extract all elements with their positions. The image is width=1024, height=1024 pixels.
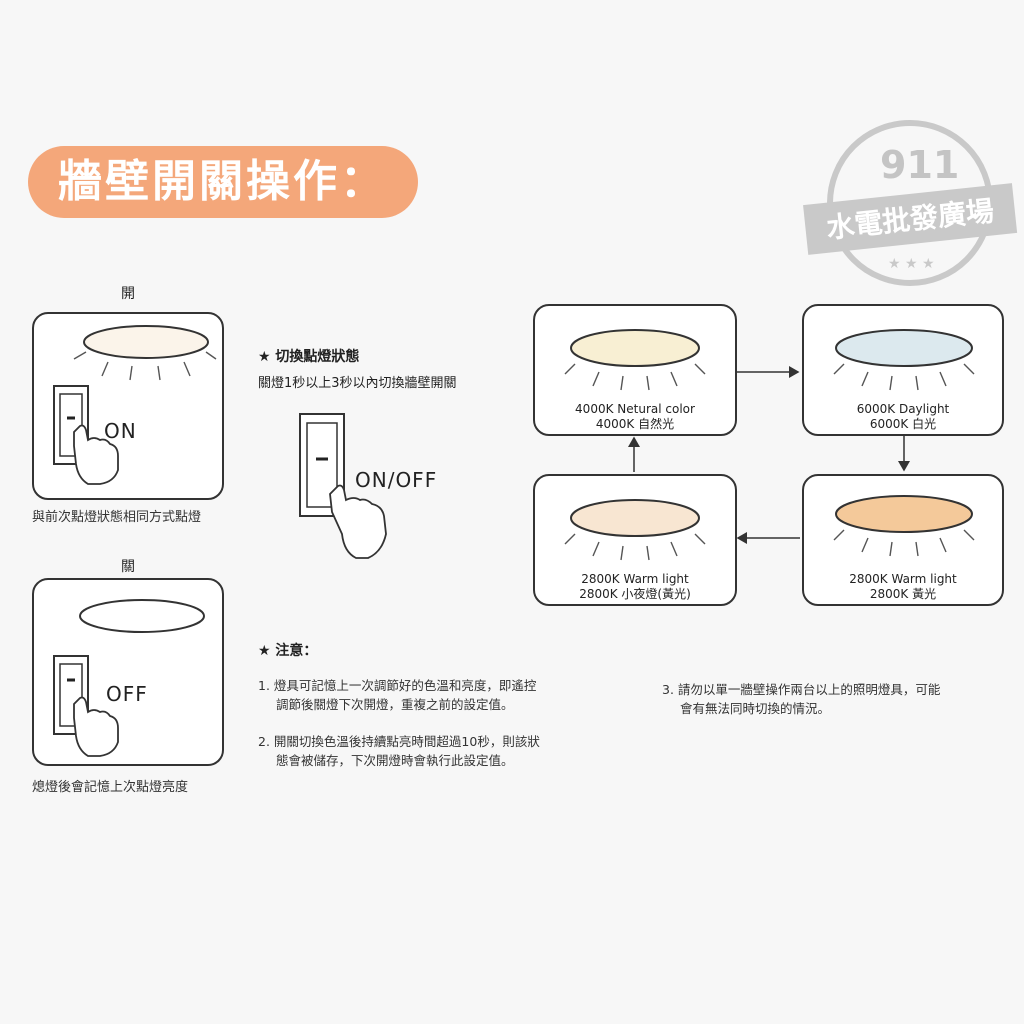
note-2-line1: 開關切換色溫後持續點亮時間超過10秒，則該狀 (273, 734, 540, 749)
note-3-line2: 會有無法同時切換的情況。 (680, 701, 831, 716)
state-6000k-line1: 6000K Daylight (856, 402, 950, 416)
notes-heading: ★ 注意： (258, 643, 318, 659)
lamp-4000k-icon (564, 329, 706, 391)
note-3-num: 3. (662, 682, 674, 697)
off-switch-text: OFF (106, 682, 148, 706)
onoff-switch-text: ON/OFF (355, 468, 438, 492)
lamp-2800k-warm-icon (833, 495, 975, 557)
wall-switch-icon (299, 413, 387, 559)
lamp-2800k-night-icon (564, 499, 706, 561)
stamp-number: 911 (880, 143, 959, 187)
lit-lamp-icon (53, 325, 217, 485)
note-2-line2: 態會被儲存，下次開燈時會執行此設定值。 (276, 753, 514, 768)
on-label: 開 (121, 286, 135, 302)
switch-subheading: 關燈1秒以上3秒以內切換牆壁開關 (258, 376, 457, 391)
state-6000k-line2: 6000K 白光 (869, 417, 937, 431)
state-box-2800k-warm: 2800K Warm light 2800K 黃光 (802, 474, 1004, 606)
page-title: 牆壁開關操作： (28, 146, 418, 218)
switch-heading: ★ 切換點燈狀態 (258, 349, 360, 365)
state-4000k-line2: 4000K 自然光 (595, 417, 675, 431)
note-2: 2. 開關切換色溫後持續點亮時間超過10秒，則該狀 態會被儲存，下次開燈時會執行… (258, 732, 618, 770)
note-1-num: 1. (258, 678, 270, 693)
note-1-line1: 燈具可記憶上一次調節好的色溫和亮度，即遙控 (273, 678, 537, 693)
off-caption: 熄燈後會記憶上次點燈亮度 (32, 780, 189, 795)
note-1: 1. 燈具可記憶上一次調節好的色溫和亮度，即遙控 調節後關燈下次開燈，重複之前的… (258, 676, 618, 714)
on-panel: ON (32, 312, 224, 500)
lamp-6000k-icon (833, 329, 975, 391)
state-2800k-night-line1: 2800K Warm light (581, 572, 689, 586)
state-2800k-night-line2: 2800K 小夜燈(黃光) (579, 587, 691, 601)
state-box-2800k-night: 2800K Warm light 2800K 小夜燈(黃光) (533, 474, 737, 606)
off-label: 關 (121, 559, 135, 575)
state-2800k-warm-line1: 2800K Warm light (849, 572, 957, 586)
note-3: 3. 請勿以單一牆壁操作兩台以上的照明燈具，可能 會有無法同時切換的情況。 (662, 680, 1012, 718)
brand-stamp-logo: 911 水電批發廣場 ★ ★ ★ (803, 120, 1018, 286)
unlit-lamp-icon (53, 599, 205, 757)
state-4000k-line1: 4000K Netural color (575, 402, 695, 416)
state-box-6000k: 6000K Daylight 6000K 白光 (802, 304, 1004, 436)
note-2-num: 2. (258, 734, 270, 749)
state-2800k-warm-line2: 2800K 黃光 (869, 587, 937, 601)
note-3-line1: 請勿以單一牆壁操作兩台以上的照明燈具，可能 (677, 682, 941, 697)
state-box-4000k: 4000K Netural color 4000K 自然光 (533, 304, 737, 436)
on-switch-text: ON (104, 419, 137, 443)
cycle-arrows (628, 366, 910, 544)
note-1-line2: 調節後關燈下次開燈，重複之前的設定值。 (276, 697, 514, 712)
on-caption: 與前次點燈狀態相同方式點燈 (32, 510, 202, 525)
off-panel: OFF (32, 578, 224, 766)
svg-text:★ ★ ★: ★ ★ ★ (888, 256, 935, 272)
